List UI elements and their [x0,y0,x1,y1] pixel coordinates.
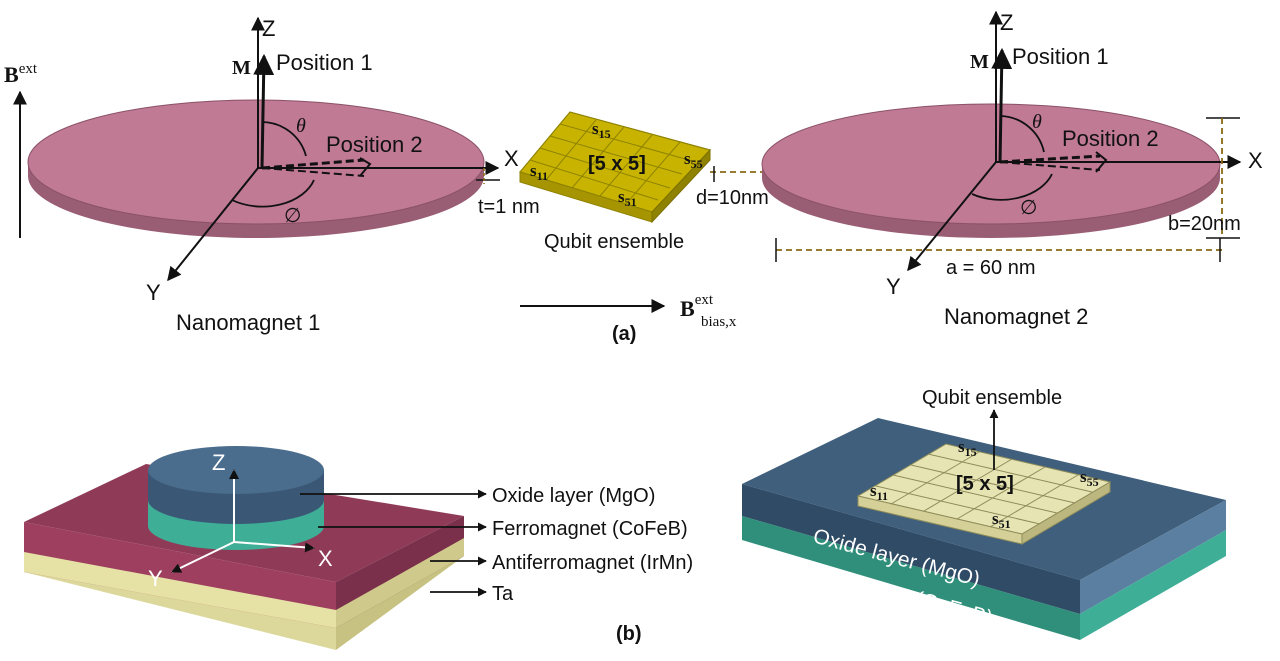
stack-y-label: Y [148,566,163,591]
qubit-s55-index: 55 [691,157,703,171]
label-oxide: Oxide layer (MgO) [492,485,655,507]
nanomagnet-2: Z X Y M Position 1 θ Position 2 ∅ b=20nm… [761,10,1263,329]
right-s15-index: 15 [965,445,977,459]
svg-text:s11: s11 [870,481,888,503]
panel-b-caption: (b) [616,623,642,645]
stack-x-axis [233,541,315,553]
b-bias-symbol: B [680,296,695,321]
nm1-position-2-vector [261,158,365,170]
nm1-theta-arc [261,121,307,157]
b-bias-field: Bext bias,x (a) [520,292,737,345]
right-s11-index: 11 [877,489,888,503]
b-ext-superscript: ext [19,61,38,77]
right-s51-index: 51 [999,517,1011,531]
right-ferro-front [742,516,1080,640]
layer-stack: Z X Y Oxide layer (MgO) Ferromagnet (CoF… [24,446,693,650]
right-s15-letter: s [958,437,965,456]
nm1-z-label: Z [262,16,275,41]
nm2-dim-b: b=20nm [1168,213,1241,235]
qubit-ensemble-a: s15 s55 s11 s51 [5 x 5] Qubit ensemble d… [518,111,769,253]
svg-text:s51: s51 [992,509,1011,531]
oxide-cylinder-top [148,446,324,494]
right-s11-letter: s [870,481,877,500]
right-oxide-front [742,484,1080,614]
qubit-s51-letter: s [618,187,625,206]
qubit-grid-label: [5 x 5] [588,153,646,175]
right-oxide-side [1080,500,1226,614]
svg-text:s51: s51 [618,187,637,209]
nanomagnet-2-disk [761,103,1221,225]
svg-text:s11: s11 [530,161,548,183]
right-qubit-grid-label: [5 x 5] [956,473,1014,495]
nm1-thickness: t=1 nm [478,196,540,218]
panel-a: Bext Z X Y M Position 1 θ Position 2 [4,10,1263,345]
nm1-position-2: Position 2 [326,132,423,157]
right-ferro-side [1080,530,1226,640]
label-ta: Ta [492,583,514,605]
b-bias-subscript: bias,x [701,314,737,330]
nm1-x-label: X [504,146,519,171]
nm1-m-label: M [232,57,251,79]
svg-text:s15: s15 [958,437,977,459]
stack-x-label: X [318,546,333,571]
qubit-s11-index: 11 [537,169,548,183]
nanomagnet-1: Z X Y M Position 1 θ Position 2 ∅ t=1 nm… [27,16,540,335]
nm1-position-1: Position 1 [276,50,373,75]
nm1-phi-arc [231,179,315,208]
label-ferromagnet: Ferromagnet (CoFeB) [492,518,688,540]
nanomagnet-1-name: Nanomagnet 1 [176,310,320,335]
nm2-m-vector [991,47,1013,163]
nm2-y-label: Y [886,274,901,299]
nm2-y-axis [907,161,997,272]
nm1-y-axis [167,167,259,282]
nm1-m-vector [253,53,275,169]
nm2-theta-arc [999,115,1045,153]
nm1-y-label: Y [146,280,161,305]
stack-y-axis [171,541,235,573]
nm2-z-label: Z [1000,10,1013,35]
svg-text:s15: s15 [592,119,611,141]
panel-a-caption: (a) [612,323,636,345]
nm2-phi: ∅ [1020,197,1037,219]
right-s55-index: 55 [1087,475,1099,489]
nm1-phi: ∅ [284,205,301,227]
nm2-x-label: X [1248,148,1263,173]
nm2-position-2: Position 2 [1062,126,1159,151]
stack-z-label: Z [212,450,225,475]
nm2-theta: θ [1032,111,1042,133]
qubit-distance: d=10nm [696,187,769,209]
right-qubit-label: Qubit ensemble [922,387,1062,409]
svg-text:s55: s55 [684,149,703,171]
b-ext-symbol: B [4,62,19,87]
nm2-position-1: Position 1 [1012,44,1109,69]
qubit-s15-index: 15 [599,127,611,141]
nm1-theta: θ [296,115,306,137]
right-s55-letter: s [1080,467,1087,486]
svg-text:Bext: Bext [4,61,38,87]
qubit-ensemble-label: Qubit ensemble [544,231,684,253]
nm2-phi-arc [971,173,1053,201]
label-antiferromagnet: Antiferromagnet (IrMn) [492,552,693,574]
right-s51-letter: s [992,509,999,528]
qubit-s15-letter: s [592,119,599,138]
panel-b: Z X Y Oxide layer (MgO) Ferromagnet (CoF… [24,387,1226,650]
nanomagnet-2-name: Nanomagnet 2 [944,304,1088,329]
nm2-position-2-vector [999,154,1101,164]
qubit-s11-letter: s [530,161,537,180]
svg-text:s55: s55 [1080,467,1099,489]
right-device: Qubit ensemble [5 x 5] s15 s55 s11 s51 O… [742,387,1226,640]
nm2-dim-a: a = 60 nm [946,257,1036,279]
b-bias-superscript: ext [695,292,714,308]
qubit-s55-letter: s [684,149,691,168]
b-ext-field: Bext [4,61,38,238]
qubit-s51-index: 51 [625,195,637,209]
nanomagnet-1-disk [27,99,485,225]
nm2-m-label: M [970,51,989,73]
